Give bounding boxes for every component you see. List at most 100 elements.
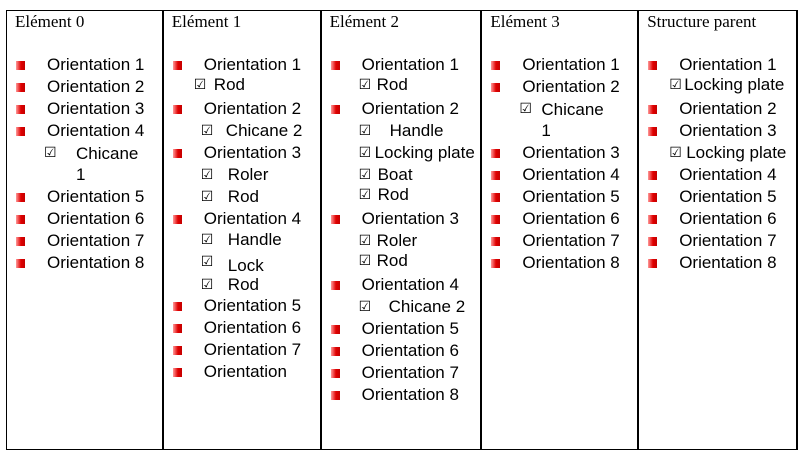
- list-item: Orientation 8: [7, 252, 162, 274]
- component-label: Handle: [389, 121, 444, 140]
- checked-box-icon: ☑: [358, 123, 372, 139]
- list-item: Orientation 1: [7, 54, 162, 76]
- checked-box-icon: ☑: [358, 167, 372, 183]
- component-label: Boat: [377, 165, 413, 184]
- orientation-label: Orientation 1: [47, 55, 145, 74]
- checked-box-icon: ☑: [200, 254, 214, 270]
- list-item: Orientation 1: [164, 54, 320, 74]
- orientation-label: Orientation 3: [679, 121, 777, 140]
- orientation-label: Orientation 5: [47, 187, 145, 206]
- orientation-label: Orientation 4: [203, 209, 302, 228]
- list-item: ☑ Rod: [164, 186, 320, 208]
- component-label: Rod: [213, 75, 245, 94]
- checked-box-icon: ☑: [44, 145, 57, 161]
- list-item: Orientation 3: [164, 142, 320, 164]
- list-item: Orientation 2: [7, 76, 162, 98]
- orientation-label: Orientation 3: [203, 143, 302, 162]
- list-item: ☑ Chicane 1: [7, 142, 162, 186]
- orientation-label: Orientation 4: [522, 165, 620, 184]
- orientation-label: Orientation 5: [361, 319, 459, 338]
- checked-box-icon: ☑: [358, 253, 372, 269]
- red-square-bullet-icon: [16, 193, 25, 202]
- list-item: Orientation 8: [482, 252, 637, 274]
- orientation-label: Orientation 6: [522, 209, 620, 228]
- list-item: ☑ Handle: [164, 229, 320, 253]
- orientation-label: Orientation 7: [679, 231, 777, 250]
- component-label: Chicane 1: [541, 100, 604, 140]
- component-label: Rod: [227, 187, 259, 206]
- list-item: Orientation 8: [322, 384, 481, 406]
- list-item: Orientation 3: [639, 120, 796, 142]
- red-square-bullet-icon: [16, 105, 25, 114]
- red-square-bullet-icon: [172, 368, 182, 377]
- list-item: ☑ Rod: [322, 74, 481, 98]
- structure-table: Elément 0 Orientation 1 Orientation 2 Or…: [6, 10, 798, 450]
- checked-box-icon: ☑: [358, 77, 372, 93]
- checked-box-icon: ☑: [200, 167, 214, 183]
- list-item: Orientation 7: [7, 230, 162, 252]
- red-square-bullet-icon: [172, 61, 182, 70]
- red-square-bullet-icon: [648, 237, 658, 246]
- component-label: Rod: [377, 185, 409, 204]
- orientation-label: Orientation 6: [47, 209, 145, 228]
- component-label: Handle: [227, 230, 282, 249]
- list-item: ☑ Locking plate: [639, 74, 796, 98]
- red-square-bullet-icon: [330, 347, 340, 356]
- orientation-label: Orientation 6: [679, 209, 777, 228]
- list-item: Orientation 4: [482, 164, 637, 186]
- column-element-1: Elément 1 Orientation 1 ☑ Rod Orientatio…: [164, 11, 322, 449]
- list-item: ☑ Chicane 2: [322, 296, 481, 318]
- red-square-bullet-icon: [491, 215, 501, 224]
- list-item: Orientation 3: [322, 208, 481, 230]
- checked-box-icon: ☑: [519, 101, 532, 117]
- red-square-bullet-icon: [330, 215, 340, 224]
- orientation-label: Orientation 8: [679, 253, 777, 272]
- red-square-bullet-icon: [491, 61, 501, 70]
- list-item: ☑ Rod: [322, 184, 481, 208]
- column-element-3: Elément 3 Orientation 1 Orientation 2 ☑ …: [482, 11, 640, 449]
- checked-box-icon: ☑: [200, 277, 214, 293]
- list-item: Orientation 7: [322, 362, 481, 384]
- list-item: ☑ Boat: [322, 164, 481, 184]
- orientation-label: Orientation 8: [47, 253, 145, 272]
- list-item: Orientation 2: [322, 98, 481, 120]
- red-square-bullet-icon: [16, 215, 25, 224]
- list-item: Orientation 6: [639, 208, 796, 230]
- orientation-label: Orientation 1: [361, 55, 459, 74]
- list-item: Orientation 6: [322, 340, 481, 362]
- red-square-bullet-icon: [16, 61, 25, 70]
- list-item: ☑ Locking plate: [639, 142, 796, 164]
- list-item: Orientation 5: [639, 186, 796, 208]
- list-item: ☑ Chicane 2: [164, 120, 320, 142]
- list-item: Orientation: [164, 361, 320, 383]
- checked-box-icon: ☑: [358, 187, 372, 203]
- checked-box-icon: ☑: [200, 189, 214, 205]
- list-item: ☑ Locking plate: [322, 142, 481, 164]
- list-item: Orientation 8: [639, 252, 796, 274]
- orientation-label: Orientation 8: [522, 253, 620, 272]
- orientation-label: Orientation 2: [522, 77, 620, 96]
- component-label: Locking plate: [684, 75, 785, 94]
- list-item: Orientation 5: [7, 186, 162, 208]
- item-list: Orientation 1 Orientation 2 ☑ Chicane 1 …: [482, 54, 637, 274]
- column-header: Elément 1: [171, 12, 242, 31]
- red-square-bullet-icon: [172, 149, 182, 158]
- list-item: Orientation 2: [164, 98, 320, 120]
- red-square-bullet-icon: [491, 259, 501, 268]
- column-header: Elément 3: [490, 12, 560, 31]
- list-item: Orientation 4: [7, 120, 162, 142]
- component-label: Roler: [376, 231, 418, 250]
- red-square-bullet-icon: [648, 215, 658, 224]
- list-item: ☑ Lock: [164, 253, 320, 275]
- red-square-bullet-icon: [648, 127, 658, 136]
- list-item: Orientation 6: [7, 208, 162, 230]
- orientation-label: Orientation 7: [203, 340, 302, 359]
- orientation-label: Orientation: [203, 362, 287, 381]
- column-header: Elément 0: [15, 12, 85, 31]
- orientation-label: Orientation 6: [361, 341, 459, 360]
- red-square-bullet-icon: [172, 105, 182, 114]
- list-item: Orientation 7: [482, 230, 637, 252]
- red-square-bullet-icon: [330, 369, 340, 378]
- orientation-label: Orientation 7: [361, 363, 459, 382]
- component-label: Locking plate: [686, 143, 787, 162]
